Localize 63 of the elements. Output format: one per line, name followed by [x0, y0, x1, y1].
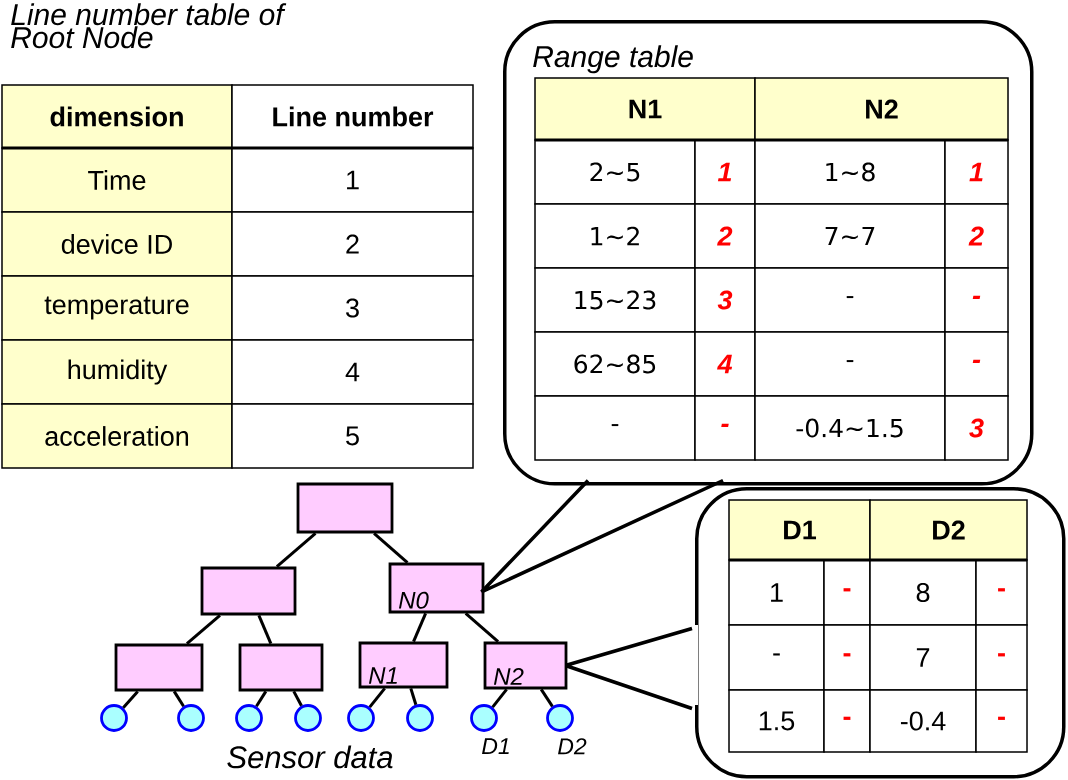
sensor-data-circle	[177, 704, 205, 732]
table-cell: -	[823, 624, 871, 691]
table-cell: 3	[231, 275, 474, 341]
table-cell: 2	[944, 203, 1009, 269]
table-cell: temperature	[1, 275, 233, 341]
sensor-data-circle	[406, 704, 434, 732]
tree-line	[409, 687, 418, 706]
sensor-data-circle	[347, 704, 375, 732]
table-cell: 2	[231, 211, 474, 277]
tree-node-box: N2	[483, 641, 568, 690]
table-cell: -	[944, 267, 1009, 333]
table-cell: 1	[944, 139, 1009, 205]
tree-node-box: N1	[358, 641, 449, 689]
sensor-data-circle	[235, 704, 263, 732]
data-label: D2	[558, 738, 587, 755]
table-cell: -	[694, 395, 756, 461]
table-cell: 1	[694, 139, 756, 205]
tree-line	[491, 688, 508, 709]
table-cell: 1	[231, 147, 474, 213]
table-cell: N2	[754, 77, 1009, 141]
caption-text: Sensor data	[227, 745, 393, 769]
sensor-data-circle	[100, 704, 128, 732]
tree-line	[275, 532, 317, 568]
data-label: D1	[482, 738, 509, 755]
tree-node-box: N0	[388, 562, 485, 614]
tree-line	[464, 612, 500, 643]
tree-line	[292, 690, 303, 707]
table-cell: N1	[534, 77, 756, 141]
table-cell: -	[823, 559, 871, 626]
table-cell: -	[944, 331, 1009, 397]
tree-line	[412, 612, 427, 643]
table-cell: Line number	[231, 84, 474, 149]
table-cell: dimension	[1, 84, 233, 149]
sensor-data-circle	[294, 704, 322, 732]
table-cell: humidity	[1, 339, 233, 405]
table-cell: -	[975, 624, 1028, 691]
table-cell: -	[823, 689, 871, 753]
table-cell: 3	[944, 395, 1009, 461]
tree-line	[185, 614, 221, 645]
table-cell: device ID	[1, 211, 233, 277]
tree-node-box	[296, 482, 394, 534]
table-cell: D2	[869, 499, 1028, 561]
table-cell: Time	[1, 147, 233, 213]
table-cell: D1	[728, 499, 871, 561]
table-cell: -	[975, 559, 1028, 626]
tree-line	[373, 532, 409, 564]
tree-line	[255, 690, 268, 708]
tree-node-box	[200, 566, 297, 616]
table-cell: 3	[694, 267, 756, 333]
table-cell: 4	[231, 339, 474, 405]
table-cell: 5	[231, 403, 474, 469]
tree-line	[368, 687, 386, 709]
tree-line	[539, 688, 554, 708]
tree-node-box	[238, 643, 324, 692]
tree-line	[172, 690, 185, 708]
tree-line	[257, 614, 273, 645]
tree-line	[122, 690, 139, 709]
table-cell: acceleration	[1, 403, 233, 469]
table-cell: 2	[694, 203, 756, 269]
table-cell: -	[975, 689, 1028, 753]
tree-node-box	[114, 643, 204, 692]
table-cell: 4	[694, 331, 756, 397]
table-title: Line number table of Root Node	[11, 3, 287, 49]
